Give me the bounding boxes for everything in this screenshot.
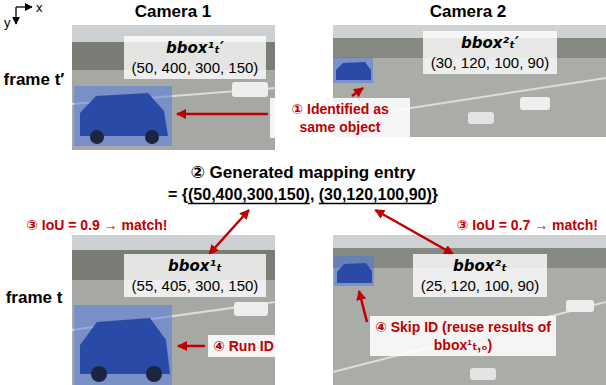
- mapping-entry: ② Generated mapping entry= {(50,400,300,…: [164, 162, 442, 210]
- callout-box: ④ Run ID: [208, 335, 279, 357]
- edge-label: ③ IoU = 0.9 → match!: [26, 216, 167, 234]
- callout-box: ① Identified as same object: [270, 98, 410, 138]
- camera-title: Camera 1: [135, 2, 212, 22]
- detection-box: [333, 57, 373, 83]
- car: [566, 300, 594, 312]
- bbox-label: bbox¹ₜ′(50, 400, 300, 150): [124, 36, 267, 79]
- bbox-name: bbox¹ₜ′: [132, 38, 259, 58]
- pointer-arrow: [177, 113, 268, 116]
- bbox-label: bbox²ₜ′(30, 120, 100, 90): [423, 31, 557, 74]
- mapping-tuples: = {(50,400,300,150), (30,120,100,90)}: [168, 184, 438, 205]
- callout-text: ④ Run ID: [213, 337, 274, 355]
- photo-cam2-t: [333, 235, 606, 385]
- lane-marking: [333, 302, 606, 372]
- bbox-label: bbox¹ₜ(55, 405, 300, 150): [124, 254, 267, 297]
- bbox-coordinates: (30, 120, 100, 90): [431, 53, 549, 72]
- detection-box: [74, 305, 172, 385]
- bbox-coordinates: (50, 400, 300, 150): [132, 58, 259, 77]
- car: [232, 82, 268, 97]
- photo-sky: [72, 25, 275, 150]
- pointer-arrow: [178, 345, 205, 348]
- wheel: [90, 130, 104, 144]
- wheel: [145, 130, 159, 144]
- suv: [337, 263, 372, 283]
- photo-sky: [333, 235, 606, 385]
- bbox-name: bbox¹ₜ: [132, 256, 259, 276]
- wheel: [91, 366, 107, 382]
- callout-text: ① Identified as same object: [275, 100, 405, 136]
- axis-label: y: [4, 15, 11, 31]
- y-axis-arrow: [15, 7, 16, 24]
- detection-box: [334, 256, 374, 286]
- car: [234, 302, 268, 316]
- bbox-label: bbox²ₜ(25, 120, 100, 90): [413, 254, 547, 297]
- match-arrow: [375, 210, 453, 254]
- pointer-arrow: [352, 88, 363, 96]
- pointer-arrow: [359, 291, 367, 322]
- car: [470, 368, 496, 380]
- suv: [80, 93, 168, 136]
- photo-sky: [72, 235, 275, 385]
- frame-label: frame t′: [3, 70, 65, 90]
- detection-box: [74, 86, 172, 146]
- bbox-coordinates: (55, 405, 300, 150): [132, 276, 259, 295]
- suv: [336, 62, 371, 80]
- bbox-name: bbox²ₜ: [421, 256, 539, 276]
- x-axis-arrow: [16, 6, 32, 7]
- match-arrow: [209, 210, 249, 254]
- bbox-coordinates: (25, 120, 100, 90): [421, 276, 539, 295]
- frame-label: frame t: [3, 288, 65, 308]
- car: [468, 112, 494, 124]
- mapping-heading: ② Generated mapping entry: [168, 162, 438, 184]
- bbox-name: bbox²ₜ′: [431, 33, 549, 53]
- car: [520, 97, 550, 110]
- suv: [80, 318, 170, 374]
- edge-label: ③ IoU = 0.7 → match!: [457, 216, 598, 234]
- photo-cam1-tprime: [72, 25, 275, 150]
- callout-text: ④ Skip ID (reuse results of bbox¹ₜ,₀): [375, 318, 551, 354]
- callout-box: ④ Skip ID (reuse results of bbox¹ₜ,₀): [370, 316, 556, 356]
- wheel: [146, 366, 162, 382]
- road: [72, 70, 275, 150]
- axis-label: x: [36, 0, 43, 16]
- camera-title: Camera 2: [430, 2, 507, 22]
- photo-cam1-t: [72, 235, 275, 385]
